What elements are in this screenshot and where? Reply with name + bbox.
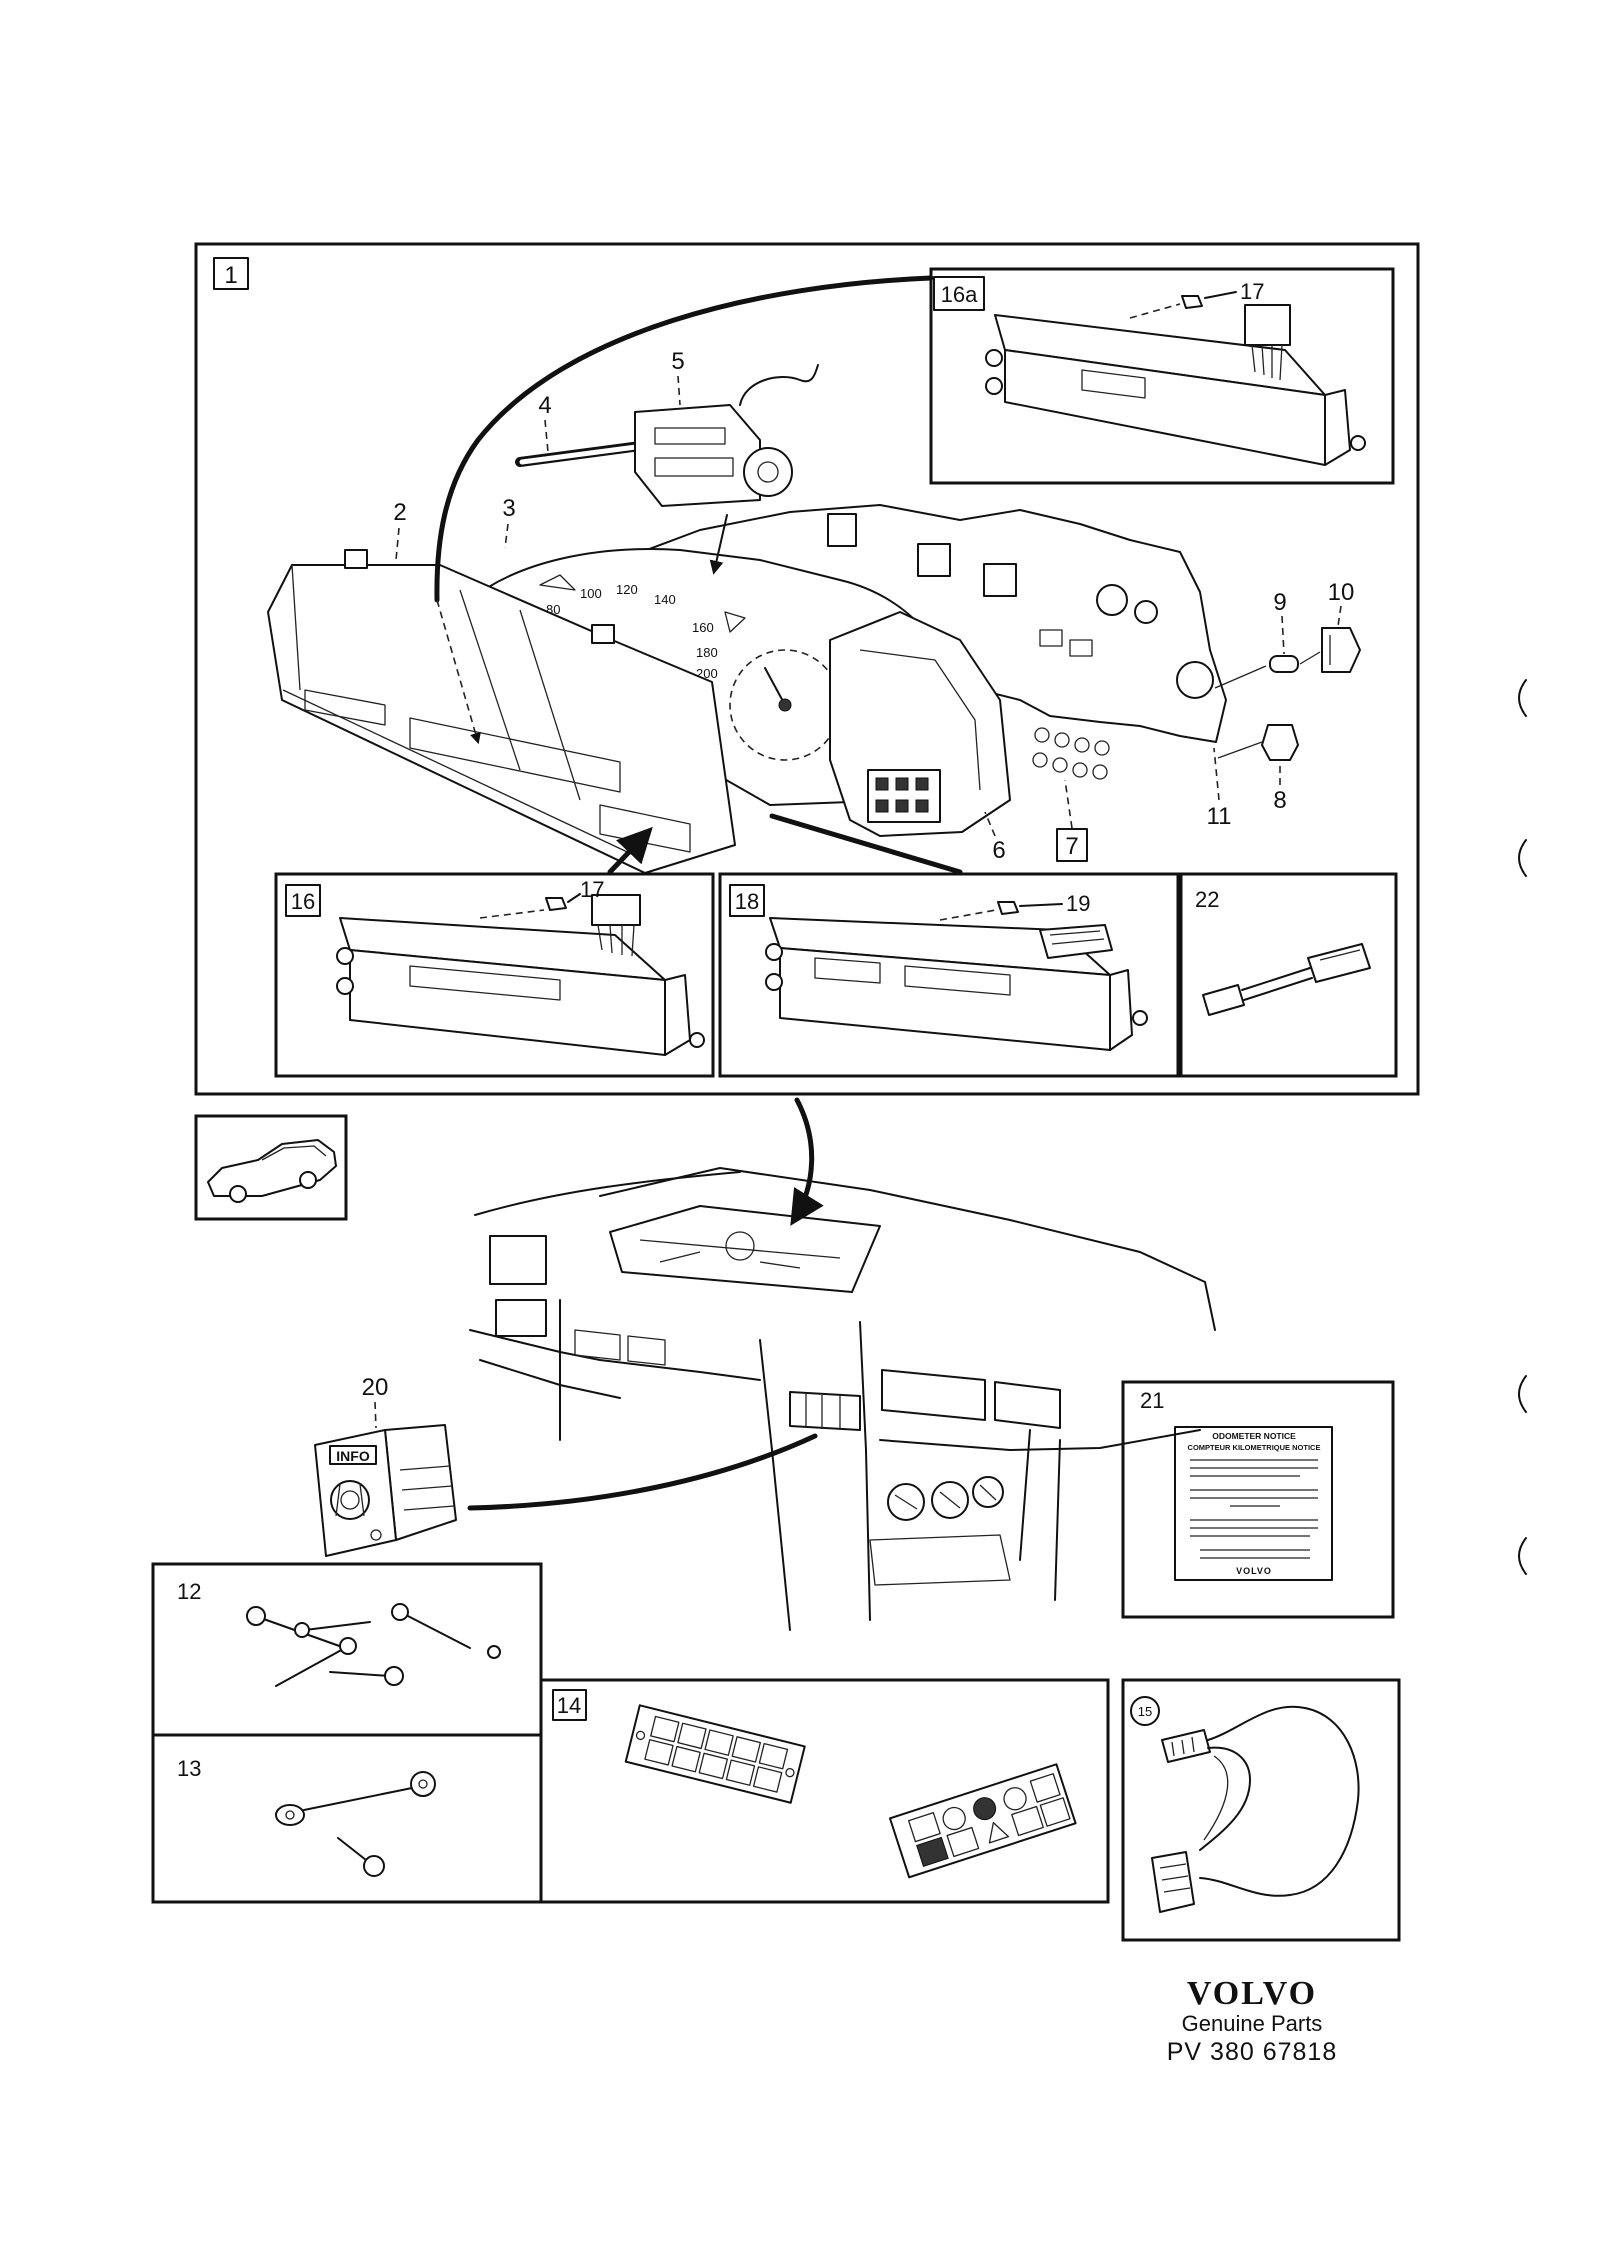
callout-7-box [1056, 828, 1088, 862]
bulb-9 [1269, 655, 1299, 673]
callout-8: 8 [1273, 787, 1286, 814]
footer-brand-block: VOLVO Genuine Parts PV 380 67818 [1167, 1975, 1337, 2066]
binder-hole-marks [1518, 679, 1527, 1575]
callout-11: 11 [1207, 803, 1232, 830]
callout-5: 5 [671, 348, 684, 375]
speed-tick-180: 180 [696, 645, 718, 660]
box-18-display-unit: 18 19 [718, 872, 1180, 1078]
info-switch: 20 INFO [314, 1374, 457, 1557]
box-22-adapter-cable: 22 [1179, 872, 1398, 1078]
group-1-instrument-cluster: 1 80 1 [194, 242, 1420, 1096]
callout-21: 21 [1140, 1388, 1164, 1413]
callout-12: 12 [177, 1579, 201, 1604]
speed-tick-100: 100 [580, 586, 602, 601]
bulb-socket-grid [1032, 727, 1110, 780]
callout-17-in-16: 17 [580, 877, 604, 902]
arrow-16a-dashed [436, 599, 481, 745]
box-13-tool: 13 [151, 1733, 543, 1904]
callout-19: 19 [1066, 891, 1090, 916]
line-18-to-housing [769, 813, 963, 875]
group-1-label: 1 [224, 262, 237, 289]
speed-tick-140: 140 [654, 592, 676, 607]
arrow-16-to-lens [607, 826, 653, 875]
callout-3: 3 [502, 495, 515, 522]
callout-18: 18 [735, 889, 759, 914]
callout-15: 15 [1138, 1704, 1152, 1719]
screw [275, 1637, 357, 1687]
box-15-wiring-harness: 15 [1121, 1678, 1401, 1942]
box-16-display-unit: 16 17 [274, 872, 715, 1078]
group-1-label-box [213, 257, 249, 290]
speed-tick-160: 160 [692, 620, 714, 635]
callout-13: 13 [177, 1756, 201, 1781]
line-info-switch-to-dashboard [467, 1433, 818, 1511]
screw [246, 1606, 346, 1649]
sticker-title: ODOMETER NOTICE [1212, 1431, 1296, 1441]
callout-22: 22 [1195, 887, 1219, 912]
arrow-16a-to-lens [434, 275, 934, 603]
sticker-body-lines [1190, 1459, 1318, 1559]
callout-2: 2 [393, 499, 406, 526]
callout-18-box [729, 884, 765, 917]
box-21-odometer-sticker: 21 ODOMETER NOTICE COMPTEUR KILOMETRIQUE… [1121, 1380, 1395, 1619]
vehicle-model-icon [194, 1114, 348, 1221]
callout-15-circle [1130, 1696, 1160, 1726]
lens-cover [267, 549, 736, 874]
callout-6: 6 [992, 837, 1005, 864]
footer-brand: VOLVO [1187, 1975, 1317, 2012]
callout-16a-box [933, 276, 985, 311]
switch-panel-left [624, 1704, 806, 1804]
callout-16: 16 [291, 889, 315, 914]
switch-panel-right [888, 1763, 1077, 1879]
trip-computer-switch [634, 364, 819, 507]
sticker-subtitle: COMPTEUR KILOMETRIQUE NOTICE [1188, 1443, 1321, 1452]
callout-9: 9 [1273, 589, 1286, 616]
callout-16a: 16a [941, 282, 978, 307]
footer-subtitle: Genuine Parts [1182, 2011, 1323, 2036]
box-12-screws: 12 [151, 1562, 543, 1737]
footer-part-number: PV 380 67818 [1167, 2038, 1337, 2066]
arrow-cluster-to-dashboard [790, 1097, 824, 1226]
cluster-housing [829, 611, 1011, 837]
callout-17-in-16a: 17 [1240, 279, 1264, 304]
screw [294, 1621, 371, 1638]
dashboard-illustration [469, 1167, 1216, 1631]
info-switch-label: INFO [336, 1448, 370, 1464]
bulb-holder-8 [1261, 724, 1299, 761]
stalk-lever [515, 441, 645, 467]
speed-tick-120: 120 [616, 582, 638, 597]
box-16a-display-unit: 16a 17 [929, 267, 1395, 485]
box-14-switch-panels: 14 [539, 1678, 1110, 1904]
callout-14: 14 [557, 1693, 581, 1718]
bulb-holder-10 [1321, 627, 1361, 673]
sticker-brand: VOLVO [1236, 1566, 1272, 1576]
arrow-switch-to-dial [709, 514, 728, 575]
screw [391, 1603, 501, 1659]
callout-20: 20 [362, 1374, 389, 1401]
callout-7: 7 [1065, 833, 1078, 860]
group-1-frame [194, 242, 1420, 1096]
callout-4: 4 [538, 392, 551, 419]
callout-14-box [552, 1689, 587, 1721]
callout-10: 10 [1328, 579, 1355, 606]
callout-16-box [285, 884, 321, 917]
screw [329, 1666, 404, 1686]
